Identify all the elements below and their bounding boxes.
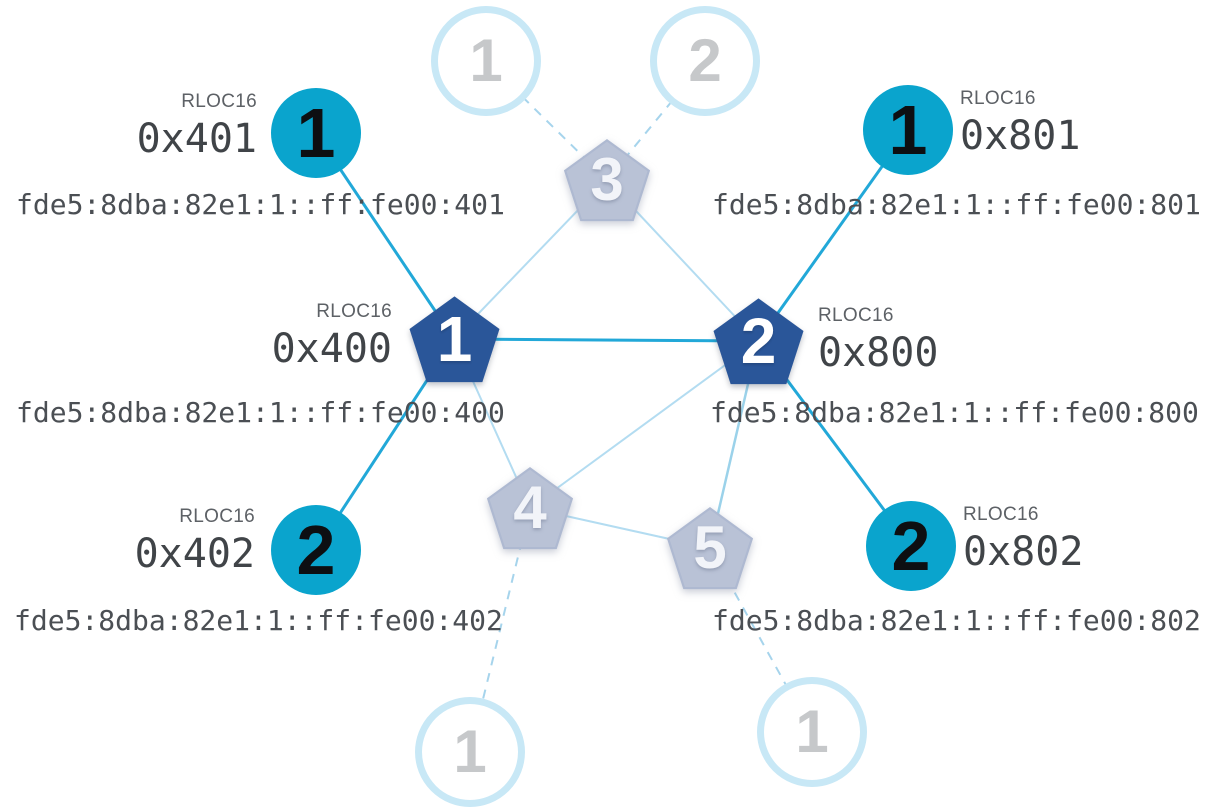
ipv6-label-401: fde5:8dba:82e1:1::ff:fe00:401	[16, 188, 505, 221]
rloc-label-401: RLOC16 0x401	[37, 90, 257, 163]
rloc16-title: RLOC16	[963, 504, 1039, 525]
node-router-1[interactable]: 1	[407, 294, 502, 384]
node-faded-child-bottom-left[interactable]: 1	[415, 697, 525, 807]
node-number: 5	[693, 514, 727, 581]
rloc16-title: RLOC16	[960, 88, 1036, 109]
node-child-802[interactable]: 2	[866, 501, 956, 591]
rloc16-value: 0x801	[960, 113, 1081, 159]
link-router2-router4	[529, 340, 759, 509]
rloc16-value: 0x802	[963, 529, 1084, 575]
rloc16-title: RLOC16	[181, 91, 257, 112]
ipv6-label-801: fde5:8dba:82e1:1::ff:fe00:801	[712, 188, 1201, 221]
rloc16-value: 0x401	[136, 116, 257, 162]
node-faded-router-4[interactable]: 4	[486, 466, 574, 550]
node-number: 2	[688, 27, 722, 94]
pentagon-shape	[563, 139, 651, 222]
node-number: 1	[888, 91, 928, 169]
node-number: 2	[740, 305, 777, 377]
node-number: 1	[795, 698, 829, 765]
rloc-label-802: RLOC16 0x802	[963, 503, 1083, 576]
node-faded-router-5[interactable]: 5	[666, 506, 754, 590]
ipv6-label-400: fde5:8dba:82e1:1::ff:fe00:400	[16, 396, 505, 429]
rloc-label-801: RLOC16 0x801	[960, 87, 1080, 160]
node-child-801[interactable]: 1	[863, 85, 953, 175]
pentagon-shape	[666, 507, 754, 590]
rloc-label-400: RLOC16 0x400	[172, 300, 392, 373]
rloc-label-800: RLOC16 0x800	[818, 304, 938, 377]
rloc16-title: RLOC16	[179, 506, 255, 527]
ipv6-label-800: fde5:8dba:82e1:1::ff:fe00:800	[710, 396, 1199, 429]
rloc16-title: RLOC16	[818, 305, 894, 326]
pentagon-shape	[409, 296, 500, 383]
node-faded-child-top-2[interactable]: 2	[650, 6, 760, 116]
node-number: 1	[453, 718, 487, 785]
node-number: 1	[436, 303, 473, 375]
node-number: 3	[590, 146, 624, 213]
node-router-2[interactable]: 2	[711, 296, 806, 386]
node-number: 1	[469, 27, 503, 94]
ipv6-label-402: fde5:8dba:82e1:1::ff:fe00:402	[14, 604, 503, 637]
link-router1-router2	[453, 337, 759, 343]
rloc-label-402: RLOC16 0x402	[35, 505, 255, 578]
rloc16-value: 0x400	[271, 326, 392, 372]
node-number: 1	[296, 94, 336, 172]
node-number: 2	[891, 507, 931, 585]
node-number: 4	[513, 474, 547, 541]
pentagon-shape	[486, 467, 574, 550]
node-child-401[interactable]: 1	[271, 88, 361, 178]
node-number: 2	[296, 511, 336, 589]
rloc16-title: RLOC16	[316, 301, 392, 322]
node-faded-child-bottom-right[interactable]: 1	[757, 677, 867, 787]
node-faded-router-3[interactable]: 3	[563, 138, 651, 222]
rloc16-value: 0x402	[134, 531, 255, 577]
node-faded-child-top-1[interactable]: 1	[431, 6, 541, 116]
pentagon-shape	[713, 298, 804, 385]
node-child-402[interactable]: 2	[271, 505, 361, 595]
rloc16-value: 0x800	[818, 330, 939, 376]
ipv6-label-802: fde5:8dba:82e1:1::ff:fe00:802	[712, 604, 1201, 637]
